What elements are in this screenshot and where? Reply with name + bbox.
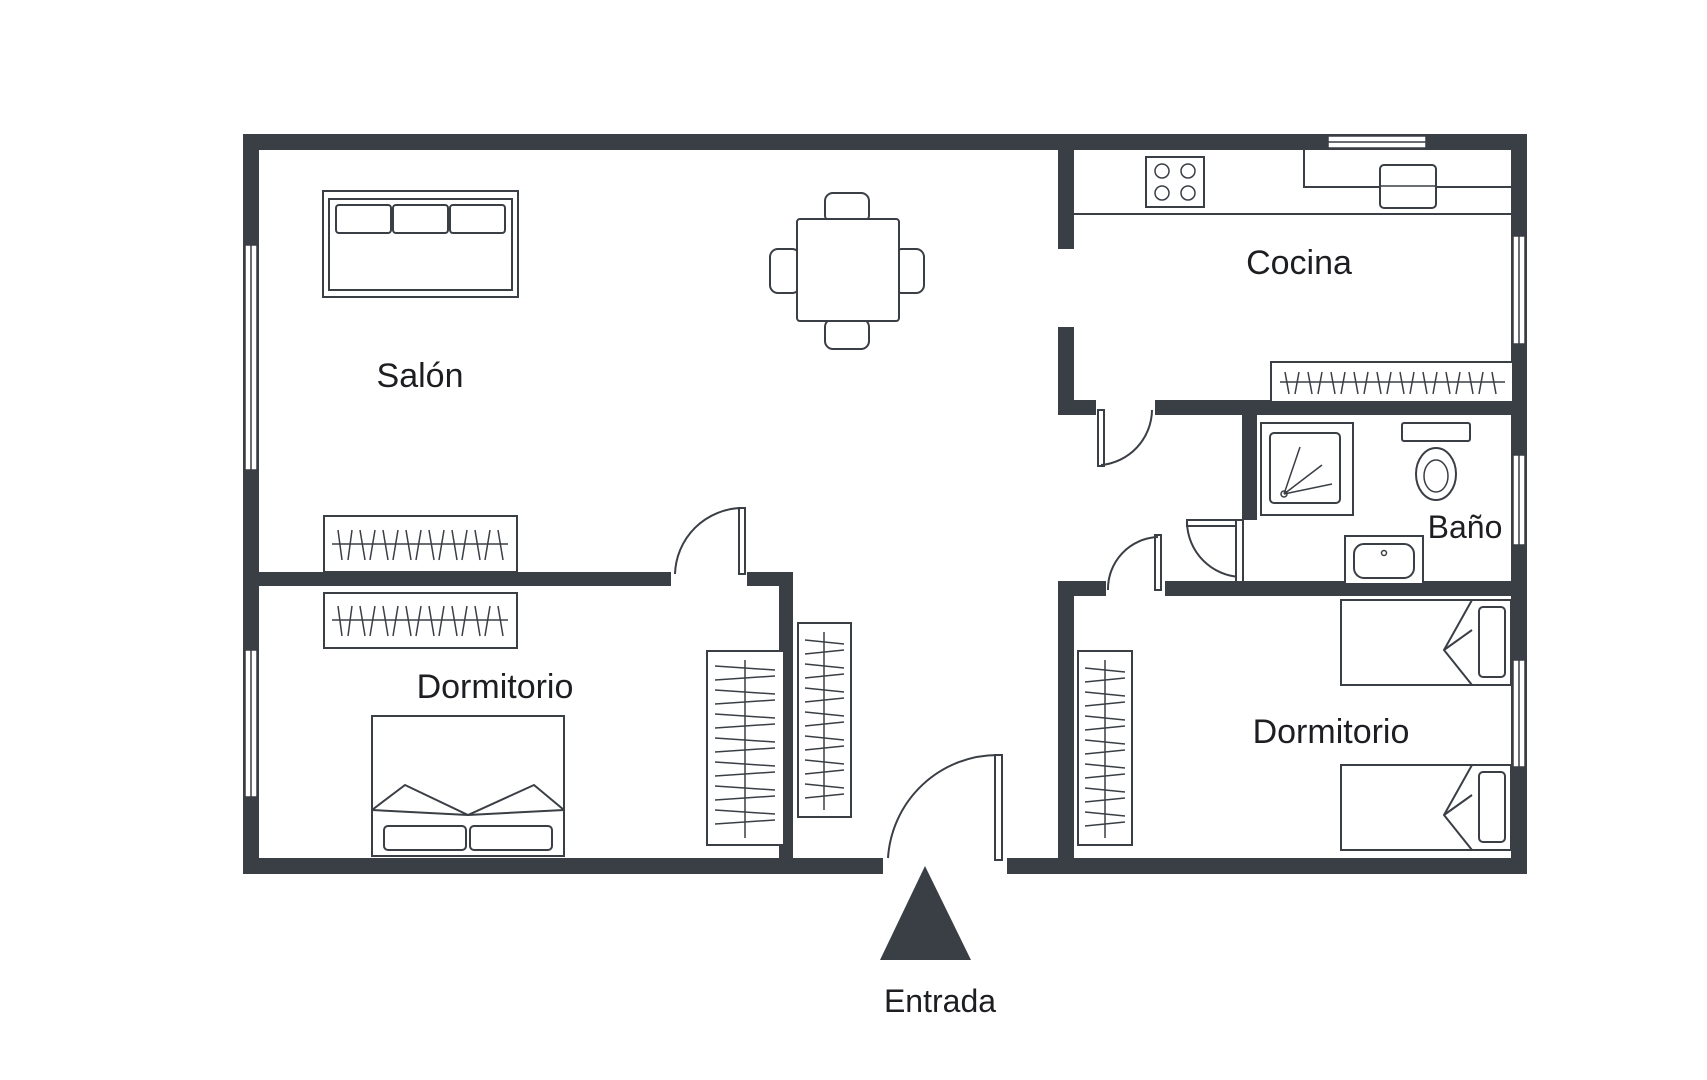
double-bed-left	[371, 715, 565, 857]
wall-bath-west	[1242, 400, 1257, 520]
stove	[1145, 156, 1205, 208]
entrance-door[interactable]	[887, 753, 1003, 861]
wardrobe-dorm-left-top	[323, 592, 518, 649]
windows	[244, 135, 1526, 798]
wardrobe-hall	[797, 622, 852, 818]
wall-salon-dorm	[243, 572, 671, 586]
wall-dorm-right-stub	[1058, 581, 1106, 596]
wall-kitchen-west-bottom	[1058, 327, 1074, 415]
door-bathroom[interactable]	[1186, 519, 1244, 583]
entrance-label: Entrada	[884, 983, 996, 1019]
door-dorm-right[interactable]	[1106, 534, 1162, 591]
wall-kitchen-west-top	[1058, 134, 1074, 249]
wardrobe-kitchen	[1270, 361, 1514, 403]
single-bed-bottom	[1340, 764, 1512, 851]
wall-bottom-left	[243, 858, 883, 874]
shower	[1260, 422, 1354, 516]
door-kitchen[interactable]	[1097, 409, 1153, 467]
wardrobe-salon	[323, 515, 518, 573]
room-label-dormitorio-left: Dormitorio	[417, 668, 574, 706]
room-label-cocina: Cocina	[1246, 244, 1352, 282]
toilet	[1401, 422, 1471, 501]
wall-kitchen-stub	[1058, 400, 1096, 415]
room-label-bano: Baño	[1428, 509, 1503, 545]
wall-dorm-right-west	[1058, 581, 1074, 871]
bathroom-sink	[1344, 535, 1424, 585]
wardrobe-dorm-right	[1077, 650, 1133, 846]
wall-bottom-right	[1007, 858, 1527, 874]
single-bed-top	[1340, 599, 1512, 686]
door-dorm-left[interactable]	[674, 507, 746, 575]
entrance-arrow-icon	[880, 866, 971, 960]
kitchen-counter	[1074, 150, 1511, 215]
doors	[674, 409, 1244, 861]
dining-table	[769, 192, 925, 350]
room-label-dormitorio-right: Dormitorio	[1253, 713, 1410, 751]
wall-bath-south	[1165, 581, 1527, 596]
room-label-salon: Salón	[377, 357, 464, 395]
wall-top	[243, 134, 1527, 150]
wardrobe-dorm-left-east	[706, 650, 785, 846]
sofa	[322, 190, 519, 298]
